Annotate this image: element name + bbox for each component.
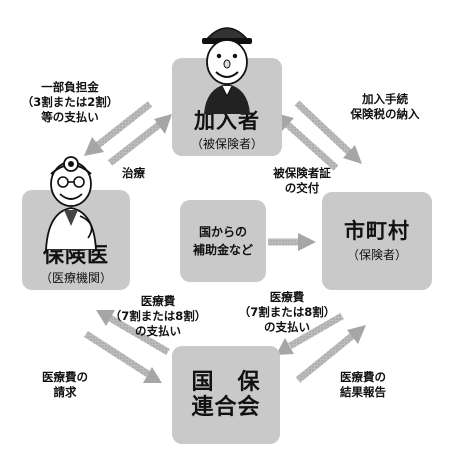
arrow-union-to-city (295, 325, 366, 383)
union-box: 国 保 連合会 (172, 346, 280, 444)
card-label: 被保険者証 の交付 (273, 166, 331, 195)
payment-right-label: 医療費 （7割または8割） の支払い (238, 290, 336, 334)
arrow-member-to-doctor (84, 101, 153, 156)
member-figure (202, 27, 252, 114)
doctor-subtitle: （医療機関） (39, 271, 112, 285)
doctor-figure (45, 156, 97, 250)
payment-left-label: 医療費 （7割または8割） の支払い (109, 294, 207, 338)
enroll-label: 加入手続 保険税の納入 (350, 92, 420, 121)
union-line2: 連合会 (191, 395, 261, 420)
arrow-subsidy-to-city (268, 233, 316, 251)
copay-label: 一部負担金 （3割または2割） 等の支払い (21, 80, 119, 124)
city-title: 市町村 (344, 219, 410, 244)
claim-label: 医療費の 請求 (42, 370, 88, 399)
report-label: 医療費の 結果報告 (340, 370, 386, 399)
treatment-label: 治療 (122, 166, 145, 180)
member-subtitle: （被保険者） (190, 137, 263, 151)
subsidy-line1: 国からの (198, 225, 247, 239)
subsidy-line2: 補助金など (192, 243, 253, 257)
arrow-union-to-doctor (96, 310, 170, 356)
arrow-city-to-member (275, 113, 339, 171)
arrow-city-to-union (276, 312, 344, 355)
arrow-doctor-to-member (107, 114, 172, 166)
union-line1: 国 保 (191, 369, 261, 395)
city-box: 市町村 （保険者） (322, 192, 432, 290)
subsidy-box: 国からの 補助金など (180, 200, 266, 282)
city-subtitle: （保険者） (346, 247, 407, 262)
arrow-member-to-city (294, 100, 362, 164)
arrow-doctor-to-union (84, 331, 162, 383)
